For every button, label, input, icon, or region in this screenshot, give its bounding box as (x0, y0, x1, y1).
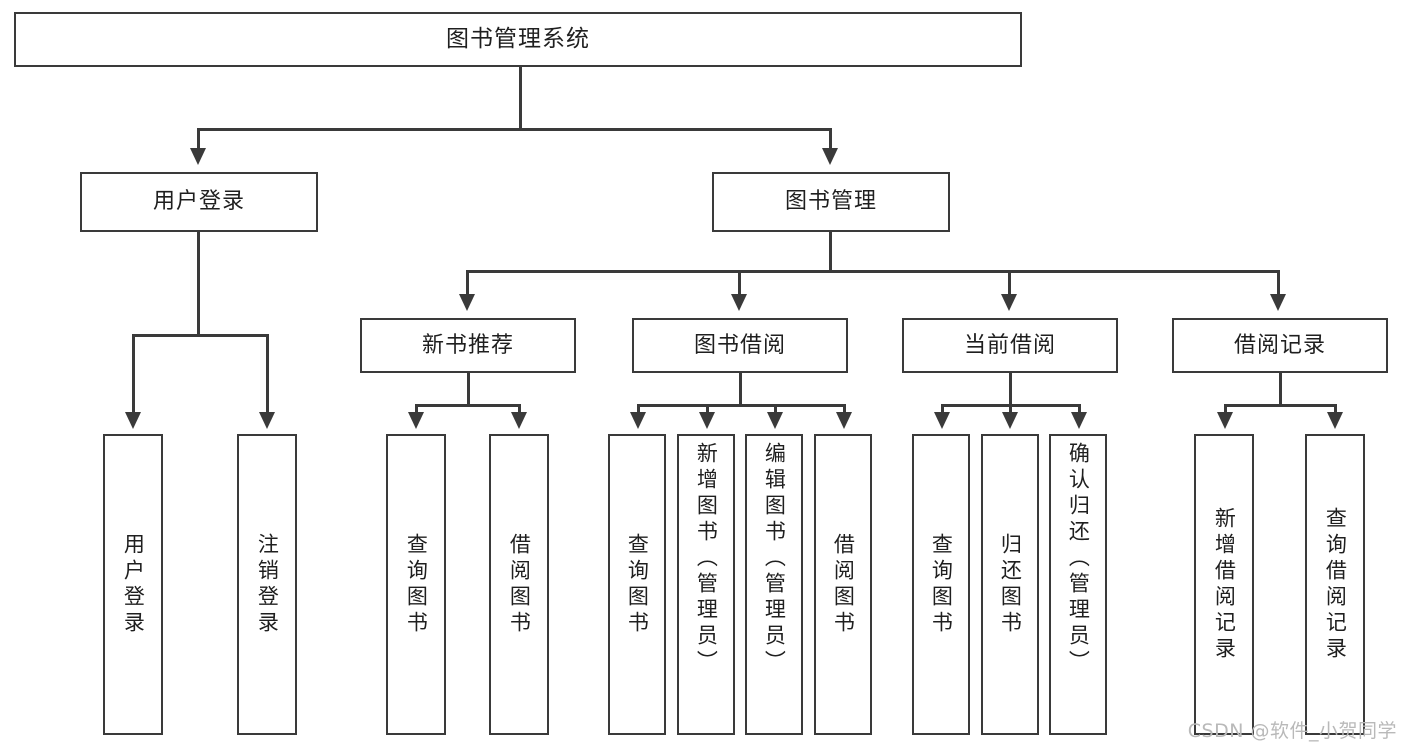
connector-branch-drop-3 (1008, 270, 1011, 296)
connector-borrow-record-stem (1279, 373, 1282, 406)
node-label: 借阅图书 (831, 532, 856, 637)
connector-borrow-record-drop-1 (1224, 404, 1227, 414)
arrow-to-leaf-add-record (1217, 412, 1233, 429)
arrow-to-leaf-query-record (1327, 412, 1343, 429)
leaf-user-login[interactable]: 用户登录 (103, 434, 163, 735)
node-label: 注销登录 (255, 532, 280, 637)
connector-branch-drop-1 (466, 270, 469, 296)
arrow-to-borrow-record (1270, 294, 1286, 311)
node-label: 归还图书 (998, 532, 1023, 637)
leaf-edit-book-admin[interactable]: 编辑图书（管理员） (745, 434, 803, 735)
node-book-borrow[interactable]: 图书借阅 (632, 318, 848, 373)
connector-book-borrow-bus (637, 404, 845, 407)
leaf-query-borrow-record[interactable]: 查询借阅记录 (1305, 434, 1365, 735)
arrow-to-leaf-query-book-2 (630, 412, 646, 429)
arrow-to-leaf-confirm-return (1071, 412, 1087, 429)
connector-book-borrow-drop-1 (637, 404, 640, 414)
node-label: 用户登录 (121, 532, 146, 637)
node-label: 确认归还（管理员） (1066, 442, 1091, 676)
connector-new-book-drop-2 (518, 404, 521, 414)
connector-current-borrow-drop-1 (941, 404, 944, 414)
node-new-book-recommend[interactable]: 新书推荐 (360, 318, 576, 373)
node-borrow-record[interactable]: 借阅记录 (1172, 318, 1388, 373)
arrow-to-user-login (190, 148, 206, 165)
leaf-add-borrow-record[interactable]: 新增借阅记录 (1194, 434, 1254, 735)
connector-user-login-drop-1 (132, 334, 135, 414)
node-label: 查询图书 (404, 532, 429, 637)
leaf-logout[interactable]: 注销登录 (237, 434, 297, 735)
node-label: 借阅图书 (507, 532, 532, 637)
connector-borrow-record-drop-2 (1334, 404, 1337, 414)
connector-current-borrow-drop-3 (1078, 404, 1081, 414)
arrow-to-book-manage (822, 148, 838, 165)
arrow-to-current-borrow (1001, 294, 1017, 311)
connector-new-book-bus (415, 404, 520, 407)
arrow-to-leaf-user-login (125, 412, 141, 429)
arrow-to-new-book (459, 294, 475, 311)
node-label: 新增图书（管理员） (694, 442, 719, 676)
connector-root-drop-2 (829, 128, 832, 150)
connector-new-book-stem (467, 373, 470, 406)
node-label: 当前借阅 (963, 332, 1056, 358)
connector-user-login-stem (197, 232, 200, 336)
leaf-confirm-return-admin[interactable]: 确认归还（管理员） (1049, 434, 1107, 735)
connector-user-login-drop-2 (266, 334, 269, 414)
connector-branch-drop-2 (738, 270, 741, 296)
leaf-borrow-book[interactable]: 借阅图书 (814, 434, 872, 735)
connector-root-stem (519, 67, 522, 130)
node-label: 借阅记录 (1233, 332, 1326, 358)
connector-book-manage-stem (829, 232, 832, 272)
arrow-to-leaf-borrow-book-2 (836, 412, 852, 429)
connector-book-borrow-drop-3 (774, 404, 777, 414)
node-label: 图书管理 (784, 189, 877, 215)
leaf-add-book-admin[interactable]: 新增图书（管理员） (677, 434, 735, 735)
node-label: 查询图书 (625, 532, 650, 637)
leaf-query-book-borrow[interactable]: 查询图书 (608, 434, 666, 735)
leaf-query-book-current[interactable]: 查询图书 (912, 434, 970, 735)
node-label: 新书推荐 (421, 332, 514, 358)
arrow-to-book-borrow (731, 294, 747, 311)
node-book-management[interactable]: 图书管理 (712, 172, 950, 232)
arrow-to-leaf-edit-book (767, 412, 783, 429)
connector-book-manage-bus (466, 270, 1277, 273)
arrow-to-leaf-borrow-book-1 (511, 412, 527, 429)
watermark: CSDN @软件_小贺同学 (1187, 720, 1397, 742)
connector-book-borrow-stem (739, 373, 742, 406)
node-label: 图书管理系统 (446, 26, 590, 53)
node-label: 用户登录 (152, 189, 245, 215)
connector-book-borrow-drop-2 (706, 404, 709, 414)
leaf-borrow-book-recommend[interactable]: 借阅图书 (489, 434, 549, 735)
connector-current-borrow-stem (1009, 373, 1012, 406)
node-root-system[interactable]: 图书管理系统 (14, 12, 1022, 67)
arrow-to-leaf-return-book (1002, 412, 1018, 429)
node-label: 查询借阅记录 (1323, 506, 1348, 663)
node-user-login[interactable]: 用户登录 (80, 172, 318, 232)
connector-new-book-drop-1 (415, 404, 418, 414)
node-label: 图书借阅 (693, 332, 786, 358)
node-current-borrow[interactable]: 当前借阅 (902, 318, 1118, 373)
connector-user-login-bus (132, 334, 268, 337)
arrow-to-leaf-add-book (699, 412, 715, 429)
node-label: 查询图书 (929, 532, 954, 637)
connector-root-drop-1 (197, 128, 200, 150)
arrow-to-leaf-query-book-1 (408, 412, 424, 429)
node-label: 编辑图书（管理员） (762, 442, 787, 676)
node-label: 新增借阅记录 (1212, 506, 1237, 663)
connector-borrow-record-bus (1224, 404, 1336, 407)
connector-root-bus (197, 128, 831, 131)
arrow-to-leaf-query-book-3 (934, 412, 950, 429)
leaf-query-book-recommend[interactable]: 查询图书 (386, 434, 446, 735)
leaf-return-book[interactable]: 归还图书 (981, 434, 1039, 735)
connector-branch-drop-4 (1277, 270, 1280, 296)
connector-book-borrow-drop-4 (843, 404, 846, 414)
connector-current-borrow-drop-2 (1009, 404, 1012, 414)
arrow-to-leaf-logout (259, 412, 275, 429)
